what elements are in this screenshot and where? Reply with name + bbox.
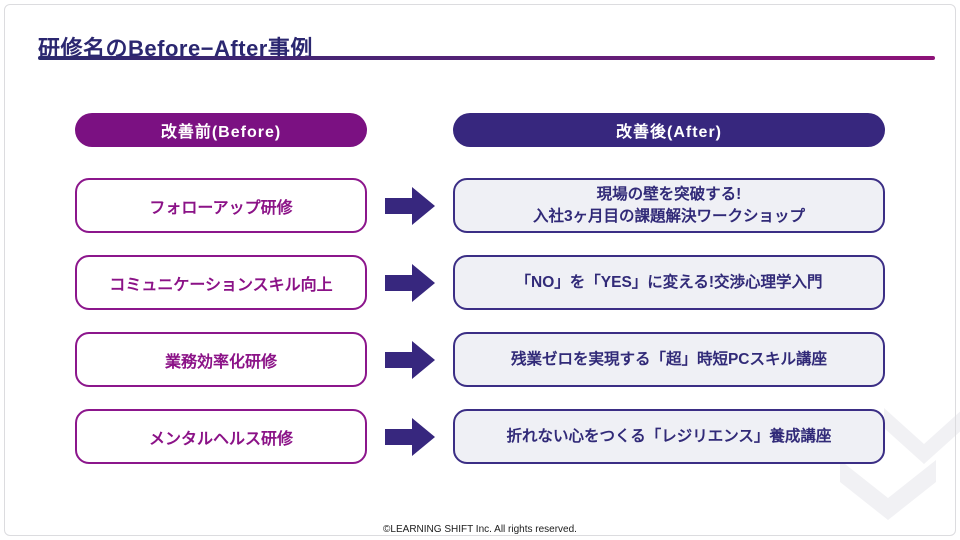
chevron-down-icon	[840, 460, 936, 520]
arrow-cell	[367, 178, 453, 233]
right-arrow-icon	[385, 340, 435, 379]
before-after-table: 改善前(Before) 改善後(After) フォローアップ研修 現場の壁を突破…	[75, 113, 885, 486]
arrow-cell	[367, 255, 453, 310]
table-row: メンタルヘルス研修 折れない心をつくる「レジリエンス」養成講座	[75, 409, 885, 464]
header-row: 改善前(Before) 改善後(After)	[75, 113, 885, 147]
table-row: コミュニケーションスキル向上 「NO」を「YES」に変える!交渉心理学入門	[75, 255, 885, 310]
before-column-header: 改善前(Before)	[75, 113, 367, 147]
before-training-name: コミュニケーションスキル向上	[75, 255, 367, 310]
arrow-cell	[367, 332, 453, 387]
before-training-name: 業務効率化研修	[75, 332, 367, 387]
right-arrow-icon	[385, 417, 435, 456]
arrow-cell	[367, 409, 453, 464]
before-training-name: メンタルヘルス研修	[75, 409, 367, 464]
right-arrow-icon	[385, 263, 435, 302]
before-training-name: フォローアップ研修	[75, 178, 367, 233]
after-training-name: 残業ゼロを実現する「超」時短PCスキル講座	[453, 332, 885, 387]
chevron-down-icon	[884, 408, 960, 464]
after-column-header: 改善後(After)	[453, 113, 885, 147]
right-arrow-icon	[385, 186, 435, 225]
after-training-name: 折れない心をつくる「レジリエンス」養成講座	[453, 409, 885, 464]
after-training-name: 現場の壁を突破する! 入社3ヶ月目の課題解決ワークショップ	[453, 178, 885, 233]
after-training-name: 「NO」を「YES」に変える!交渉心理学入門	[453, 255, 885, 310]
title-underline	[38, 56, 935, 60]
copyright-text: ©LEARNING SHIFT Inc. All rights reserved…	[383, 524, 577, 535]
header-spacer	[367, 113, 453, 147]
table-row: 業務効率化研修 残業ゼロを実現する「超」時短PCスキル講座	[75, 332, 885, 387]
table-row: フォローアップ研修 現場の壁を突破する! 入社3ヶ月目の課題解決ワークショップ	[75, 178, 885, 233]
